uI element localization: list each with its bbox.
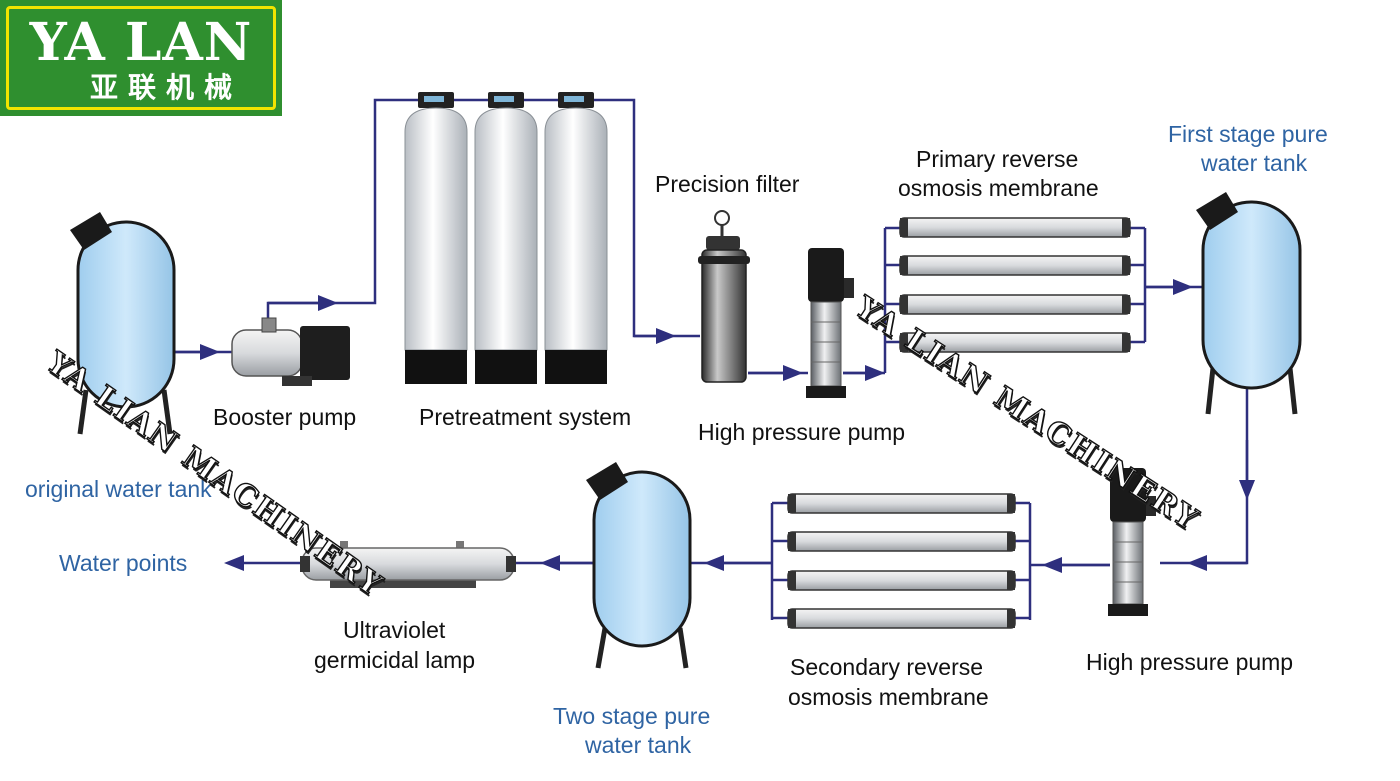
primary-ro-membranes: [899, 217, 1131, 353]
pretreatment-vessel-2: [474, 92, 538, 384]
label-high-pressure-pump-2: High pressure pump: [1086, 649, 1294, 675]
label-first-tank-line1: First stage pure: [1168, 121, 1328, 147]
ultraviolet-lamp: [300, 541, 516, 588]
primary-ro-membrane-4: [899, 332, 1131, 353]
high-pressure-pump-1: [806, 248, 854, 398]
booster-pump: [231, 317, 350, 386]
primary-ro-membrane-2: [899, 255, 1131, 276]
secondary-ro-manifold-left: [690, 501, 788, 620]
pretreatment-vessel-3: [544, 92, 608, 384]
logo-chinese-text: 亚联机械: [89, 71, 242, 104]
high-pressure-pump-2: [1108, 468, 1156, 616]
pretreatment-vessel-1: [404, 92, 468, 384]
label-booster-pump: Booster pump: [213, 404, 357, 430]
primary-ro-membrane-3: [899, 294, 1131, 315]
label-secondary-ro-line1: Secondary reverse: [790, 654, 984, 680]
label-original-water-tank: original water tank: [25, 476, 212, 502]
label-first-tank-line2: water tank: [1201, 150, 1308, 176]
pretreatment-vessels: [404, 92, 608, 384]
label-water-points: Water points: [59, 550, 188, 576]
label-two-stage-line1: Two stage pure: [553, 703, 711, 729]
label-high-pressure-pump-1: High pressure pump: [698, 419, 906, 445]
primary-ro-membrane-1: [899, 217, 1131, 238]
pipe-first-tank-to-hp-pump-2: [1160, 388, 1249, 565]
yalan-logo: YA LAN 亚联机械: [0, 0, 282, 116]
primary-ro-manifold-right: [1130, 226, 1205, 344]
label-uv-line2: germicidal lamp: [314, 647, 476, 673]
label-pretreatment-system: Pretreatment system: [419, 404, 632, 430]
logo-english-text: YA LAN: [29, 12, 253, 73]
secondary-ro-membrane-3: [787, 570, 1016, 591]
secondary-ro-membrane-2: [787, 531, 1016, 552]
label-uv-line1: Ultraviolet: [343, 617, 446, 643]
primary-ro-manifold-left: [883, 226, 900, 373]
secondary-ro-manifold-right: [1015, 501, 1032, 620]
first-stage-pure-water-tank: [1196, 192, 1302, 415]
label-secondary-ro-line2: osmosis membrane: [788, 684, 989, 710]
precision-filter: [698, 210, 750, 383]
label-primary-ro-line2: osmosis membrane: [898, 175, 1099, 201]
secondary-ro-membrane-1: [787, 493, 1016, 514]
label-primary-ro-line1: Primary reverse: [916, 146, 1079, 172]
secondary-ro-membrane-4: [787, 608, 1016, 629]
pipework: [175, 98, 1255, 620]
label-precision-filter: Precision filter: [655, 171, 800, 197]
secondary-ro-membranes: [787, 493, 1016, 629]
label-two-stage-line2: water tank: [585, 732, 692, 758]
original-water-tank: [70, 212, 176, 435]
two-stage-pure-water-tank: [586, 462, 692, 669]
logo-border: YA LAN 亚联机械: [6, 6, 276, 110]
